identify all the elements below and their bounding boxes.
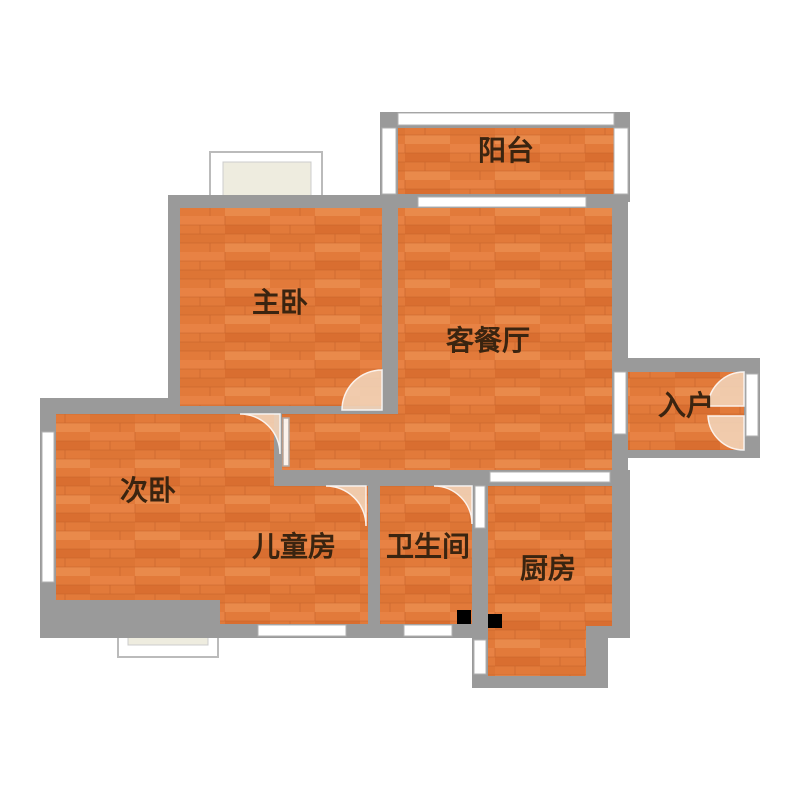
pipe-marker — [457, 610, 471, 624]
floor-kids-room — [220, 486, 368, 624]
external-bay-top — [209, 151, 323, 203]
floors — [56, 128, 744, 676]
label-master-bedroom: 主卧 — [252, 286, 308, 319]
label-balcony: 阳台 — [478, 134, 534, 167]
floor-bathroom — [380, 486, 472, 624]
floor-balcony — [398, 128, 614, 194]
floor-corridor — [282, 414, 412, 470]
label-bathroom: 卫生间 — [386, 530, 470, 563]
label-second-bedroom: 次卧 — [120, 474, 176, 507]
label-living-dining: 客餐厅 — [446, 324, 530, 357]
floor-kitchen-ext — [488, 620, 586, 676]
pipe-marker — [488, 614, 502, 628]
floor-living — [398, 208, 612, 470]
floor-master-bedroom — [180, 208, 382, 406]
door-swings — [239, 369, 745, 527]
label-kitchen: 厨房 — [520, 552, 576, 585]
floor-kitchen — [488, 486, 612, 626]
label-kids-room: 儿童房 — [252, 530, 336, 563]
label-entrance: 入户 — [658, 389, 714, 422]
windows — [41, 112, 759, 675]
